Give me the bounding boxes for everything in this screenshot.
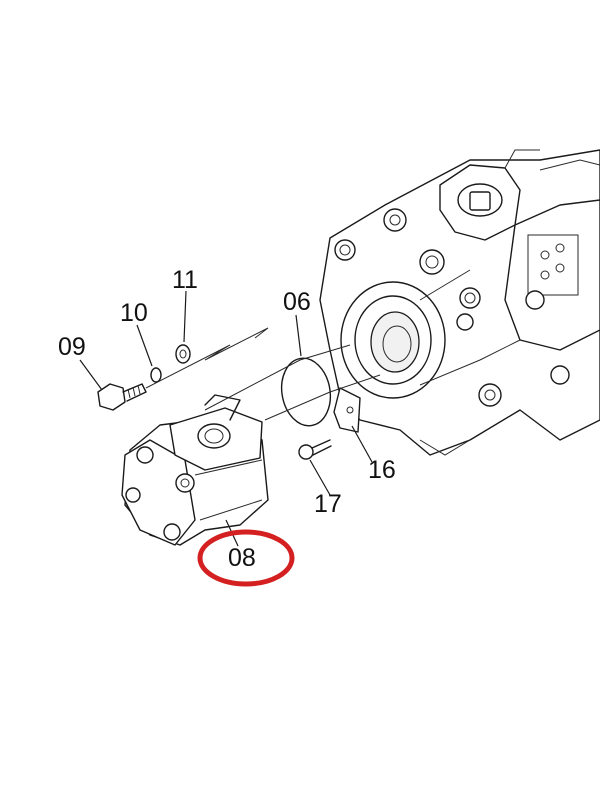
callout-17: 17	[314, 490, 342, 518]
screw-17	[298, 439, 332, 460]
highlight-circle	[197, 529, 295, 587]
callout-09: 09	[58, 333, 86, 361]
assembly-line-2	[204, 344, 351, 411]
lock-washer-10	[150, 367, 162, 383]
main-pump-housing	[319, 149, 600, 456]
bolt-09	[97, 383, 147, 411]
callout-16: 16	[368, 456, 396, 484]
gear-pump-08	[121, 394, 269, 546]
callout-10: 10	[120, 299, 148, 327]
callout-06: 06	[283, 288, 311, 316]
assembly-line	[145, 327, 269, 389]
assembly-line-3	[264, 374, 381, 421]
callout-11: 11	[172, 266, 198, 294]
washer-11	[175, 344, 191, 364]
o-ring-06	[280, 357, 332, 427]
callout-08: 08	[228, 544, 256, 572]
